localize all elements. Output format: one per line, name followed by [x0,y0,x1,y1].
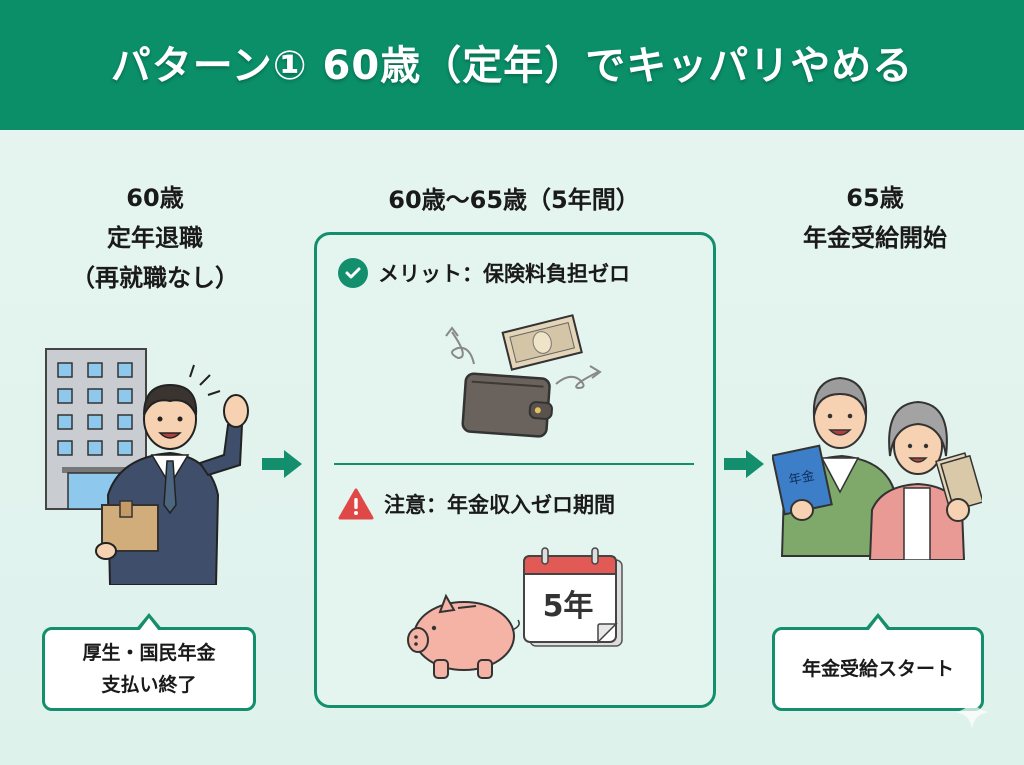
middle-column-title: 60歳〜65歳（5年間） [388,186,640,214]
left-note: （再就職なし） [71,264,239,292]
right-callout-bubble: 年金受給スタート [772,613,984,711]
middle-divider [334,463,694,465]
left-column-title: 60歳 定年退職 （再就職なし） [20,178,290,298]
wallet-with-money-illustration [445,314,602,438]
warning-triangle-icon [338,488,374,520]
left-event: 定年退職 [107,224,203,252]
right-bubble-line1: 年金受給スタート [801,658,954,680]
caution-row: 注意：年金収入ゼロ期間 [338,488,615,520]
left-bubble-line1: 厚生・国民年金 [82,642,216,664]
left-age: 60歳 [126,184,184,212]
calendar-text: 5年 [543,589,594,624]
check-circle-icon [338,258,368,288]
header-banner: パターン① 60歳（定年）でキッパリやめる [0,0,1024,130]
calendar-icon: 5年 [523,547,623,647]
piggy-bank-illustration [407,593,520,679]
left-callout-bubble: 厚生・国民年金 支払い終了 [42,613,256,711]
arrow-right-icon [262,450,302,478]
right-event: 年金受給開始 [803,224,947,252]
arrow-right-icon [724,450,764,478]
businessman-leaving-office-illustration [45,348,249,585]
elderly-couple-illustration: 年金 [772,376,982,560]
right-column-title: 65歳 年金受給開始 [740,178,1010,258]
merit-row: メリット：保険料負担ゼロ [338,258,630,288]
sparkle-icon [955,695,989,729]
page-title: パターン① 60歳（定年）でキッパリやめる [110,43,914,89]
caution-label: 注意：年金収入ゼロ期間 [384,493,615,517]
right-age: 65歳 [846,184,904,212]
left-bubble-line2: 支払い終了 [101,674,197,696]
pension-book-label: 年金 [787,468,816,489]
merit-label: メリット：保険料負担ゼロ [378,262,630,286]
